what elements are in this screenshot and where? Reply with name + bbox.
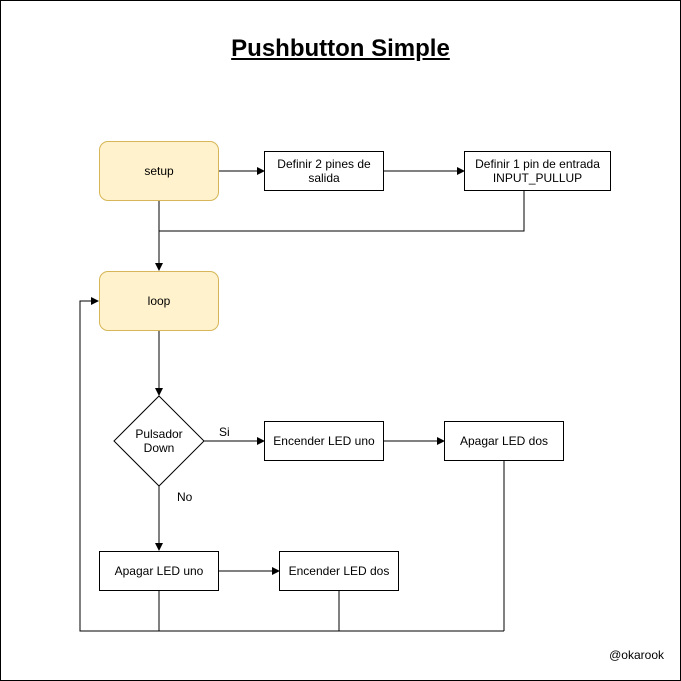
apagar-led-dos-node: Apagar LED dos — [444, 421, 564, 461]
edge-return-to-loop — [79, 297, 504, 632]
apagar-led-uno-node: Apagar LED uno — [99, 551, 219, 591]
loop-node: loop — [99, 271, 219, 331]
define-input-node: Definir 1 pin de entrada INPUT_PULLUP — [464, 151, 611, 191]
edge-label-si: Si — [219, 425, 230, 439]
apagar-led-dos-label: Apagar LED dos — [459, 434, 549, 448]
diagram-title: Pushbutton Simple — [231, 35, 450, 62]
setup-label: setup — [144, 164, 174, 178]
define-input-label: Definir 1 pin de entrada INPUT_PULLUP — [475, 157, 600, 185]
decision-diamond — [113, 395, 205, 487]
pulsador-label: Pulsador Down — [135, 427, 183, 455]
encender-led-dos-node: Encender LED dos — [279, 551, 399, 591]
encender-led-uno-node: Encender LED uno — [264, 421, 384, 461]
edge-input-return — [159, 191, 525, 232]
author-credit: @okarook — [609, 648, 664, 662]
setup-node: setup — [99, 141, 219, 201]
encender-led-dos-label: Encender LED dos — [288, 564, 390, 578]
encender-led-uno-label: Encender LED uno — [273, 434, 375, 448]
edge-label-no: No — [177, 490, 193, 504]
loop-label: loop — [147, 294, 171, 308]
define-outputs-label: Definir 2 pines de salida — [277, 157, 371, 185]
define-outputs-node: Definir 2 pines de salida — [264, 151, 384, 191]
apagar-led-uno-label: Apagar LED uno — [114, 564, 204, 578]
